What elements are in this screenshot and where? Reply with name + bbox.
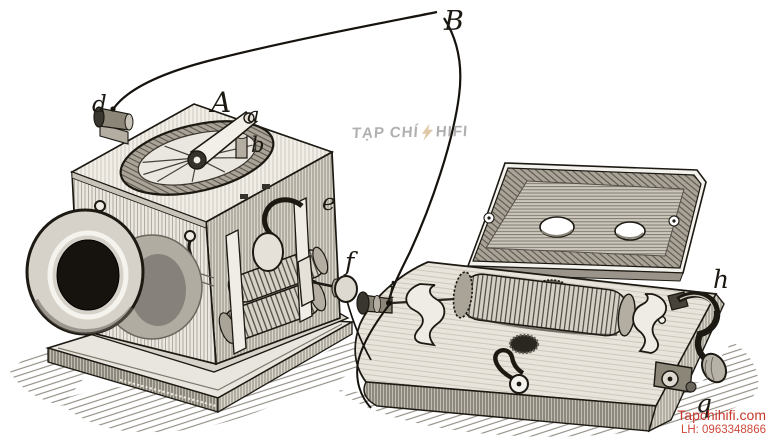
standard-right <box>632 293 667 354</box>
knob-f <box>297 254 358 308</box>
receiver-coil <box>452 271 636 337</box>
label-e: e <box>322 190 336 216</box>
bracket-e <box>240 184 304 272</box>
label-f: f <box>343 247 358 276</box>
watermark-text-left: TẠP CHÍ <box>351 123 420 143</box>
bobbin-post-left <box>225 228 247 356</box>
watermark-text-right: HIFI <box>435 122 469 141</box>
watermark: TẠP CHÍ HIFI <box>351 123 468 142</box>
label-q: q <box>696 389 712 418</box>
label-h: h <box>713 265 729 294</box>
lid-hole-right <box>614 221 646 241</box>
credit-block: Tapchihifi.com LH: 0963348866 <box>677 408 766 437</box>
crank-h <box>667 291 727 384</box>
wire-B-to-i <box>387 17 462 301</box>
wire-base-loop <box>356 304 390 409</box>
label-B: B <box>443 6 464 37</box>
phone-text: LH: 0963348866 <box>680 424 766 437</box>
mouthpiece-ring <box>25 208 203 340</box>
receiver-lid <box>465 162 707 282</box>
binding-post-i <box>356 291 393 315</box>
lever <box>187 110 258 170</box>
part-labels: B d A a b e f i h q <box>92 6 729 418</box>
wire-f-down <box>346 300 372 361</box>
crank-knob <box>701 352 727 384</box>
label-A: A <box>208 86 231 119</box>
contact-pin-b <box>235 135 248 159</box>
axle-fitting <box>653 361 697 393</box>
transmitter-figure <box>25 103 358 414</box>
binding-post-d <box>93 106 134 145</box>
label-i: i <box>388 278 395 304</box>
lid-hole-left <box>539 216 575 238</box>
wire-d-to-B <box>113 10 438 109</box>
lightning-bolt-icon <box>421 123 433 141</box>
website-text: Tapchihifi.com <box>677 407 766 424</box>
label-a: a <box>247 103 260 127</box>
sound-hole <box>508 333 540 355</box>
receiver-figure <box>354 162 727 433</box>
label-d: d <box>92 92 107 118</box>
label-b: b <box>251 133 264 157</box>
latch-key <box>493 348 529 394</box>
standard-left <box>405 283 446 347</box>
